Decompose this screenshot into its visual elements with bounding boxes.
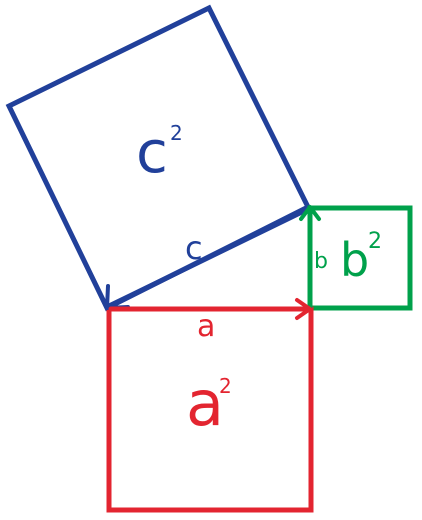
square-a-exponent: 2	[219, 374, 232, 398]
side-c-label: c	[185, 229, 203, 267]
side-a-arrowhead	[295, 298, 312, 320]
square-c-exponent: 2	[170, 121, 183, 145]
square-c-label: c	[136, 118, 168, 186]
square-a-label: a	[186, 367, 224, 440]
square-b-exponent: 2	[368, 229, 382, 254]
side-a-label: a	[197, 309, 215, 344]
side-b-label: b	[314, 249, 328, 274]
side-b-arrowhead	[299, 205, 321, 221]
square-b-label: b	[340, 233, 369, 287]
side-c-arrow	[106, 207, 309, 309]
